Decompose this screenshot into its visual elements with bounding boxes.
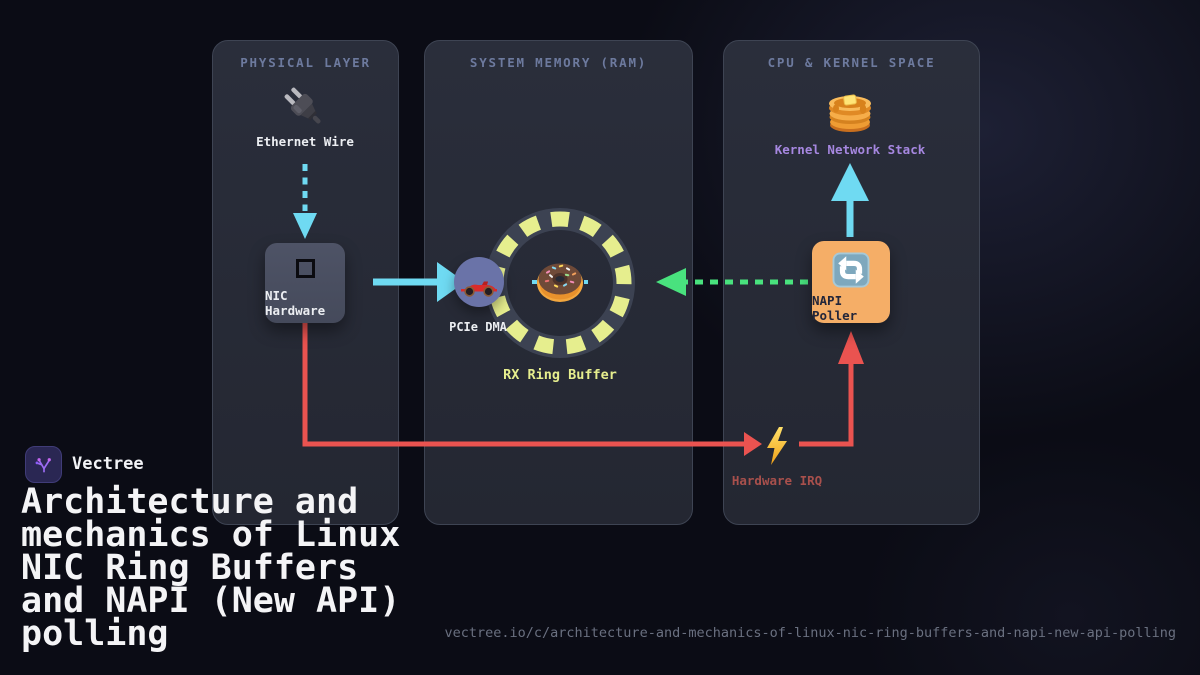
panel-title-physical-layer: PHYSICAL LAYER <box>240 55 371 70</box>
nic-hardware-node: NIC Hardware <box>265 243 345 323</box>
plug-icon <box>281 84 329 136</box>
hardware-irq-label: Hardware IRQ <box>731 473 823 488</box>
page-title: Architecture and mechanics of Linux NIC … <box>21 482 401 654</box>
rx-ring-buffer-label: RX Ring Buffer <box>503 367 617 383</box>
cycle-arrows-icon <box>832 252 870 288</box>
ethernet-wire-label: Ethernet Wire <box>256 134 354 149</box>
panel-title-system-memory: SYSTEM MEMORY (RAM) <box>469 55 648 70</box>
vectree-logo-glyph <box>35 457 51 473</box>
pcie-dma-label: PCIe DMA <box>449 320 507 334</box>
panel-title-cpu-kernel-space: CPU & KERNEL SPACE <box>767 55 936 70</box>
pancakes-icon <box>823 82 877 140</box>
kernel-network-stack-label: Kernel Network Stack <box>774 142 926 157</box>
lightning-icon <box>765 427 789 469</box>
racecar-icon <box>461 281 497 297</box>
napi-poller-node: NAPI Poller <box>812 241 890 323</box>
footer-url: vectree.io/c/architecture-and-mechanics-… <box>444 625 1177 641</box>
chip-square-icon <box>295 259 315 278</box>
nic-hardware-label: NIC Hardware <box>265 288 326 318</box>
vectree-logo-text: Vectree <box>72 454 144 474</box>
pcie-dma-node <box>454 257 504 307</box>
donut-icon <box>534 258 586 310</box>
vectree-logo <box>25 446 62 483</box>
napi-poller-label: NAPI Poller <box>812 293 858 323</box>
